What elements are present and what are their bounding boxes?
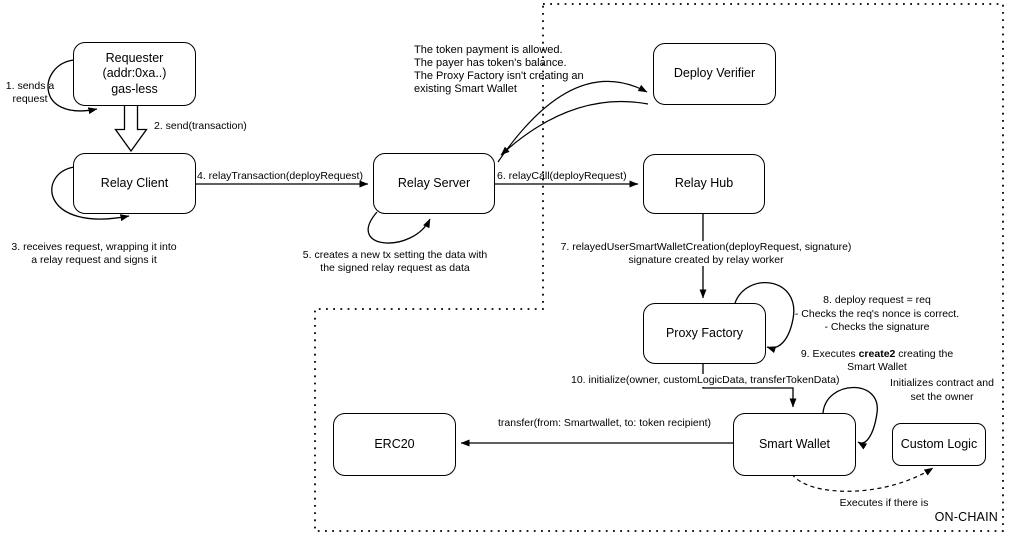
node-requester-label: Requester (addr:0xa..) gas-less [102, 50, 167, 96]
node-erc20-label: ERC20 [374, 436, 415, 451]
node-relay-hub-label: Relay Hub [674, 176, 734, 191]
label-init-note: Initializes contract and set the owner [890, 377, 994, 403]
node-proxy-factory-label: Proxy Factory [665, 325, 744, 340]
proxy-factory-self-loop-icon [734, 281, 795, 354]
relay-client-self-loop-icon [51, 166, 130, 222]
label-executes-note: Executes if there is [839, 497, 929, 509]
label-step6: 6. relayCall(deployRequest) [497, 170, 627, 182]
node-relay-server-label: Relay Server [397, 175, 471, 190]
label-step1: 1. sends a request [5, 80, 55, 105]
node-custom-logic: Custom Logic [892, 423, 986, 466]
node-relay-hub: Relay Hub [643, 154, 765, 214]
onchain-boundary-icon [314, 3, 1004, 532]
node-relay-client: Relay Client [73, 153, 196, 214]
label-transfer: transfer(from: Smartwallet, to: token re… [498, 417, 711, 429]
node-requester: Requester (addr:0xa..) gas-less [73, 42, 196, 106]
label-step8: 8. deploy request = req - Checks the req… [794, 294, 960, 334]
label-step10: 10. initialize(owner, customLogicData, t… [571, 374, 840, 387]
node-smart-wallet-label: Smart Wallet [758, 436, 831, 451]
node-deploy-verifier-label: Deploy Verifier [673, 66, 756, 81]
label-step8-step9: 8. deploy request = req - Checks the req… [772, 281, 982, 388]
requester-self-loop-icon [47, 59, 98, 115]
label-step9: 9. Executes create2 creating the Smart W… [800, 348, 954, 374]
label-step2: 2. send(transaction) [154, 120, 247, 132]
label-step7: 7. relayedUserSmartWalletCreation(deploy… [553, 241, 859, 266]
label-verifier-checks: The token payment is allowed. The payer … [414, 44, 584, 95]
node-relay-client-label: Relay Client [100, 175, 169, 190]
node-custom-logic-label: Custom Logic [900, 436, 978, 451]
node-deploy-verifier: Deploy Verifier [653, 43, 776, 105]
send-transaction-block-arrow-icon [114, 103, 148, 153]
node-smart-wallet: Smart Wallet [733, 413, 856, 476]
node-erc20: ERC20 [333, 413, 456, 476]
label-step4: 4. relayTransaction(deployRequest) [197, 170, 363, 182]
node-proxy-factory: Proxy Factory [643, 303, 766, 364]
label-onchain: ON-CHAIN [934, 510, 998, 524]
label-step5: 5. creates a new tx setting the data wit… [302, 249, 488, 274]
executes-dashed-arrow-icon [791, 467, 934, 492]
node-relay-server: Relay Server [373, 153, 495, 214]
relay-server-self-loop-icon [367, 211, 431, 244]
smart-wallet-self-loop-icon [822, 386, 878, 450]
verifier-to-server-arc-icon [500, 100, 649, 156]
label-step3: 3. receives request, wrapping it into a … [11, 241, 177, 266]
server-to-verifier-arc-icon [497, 80, 648, 163]
